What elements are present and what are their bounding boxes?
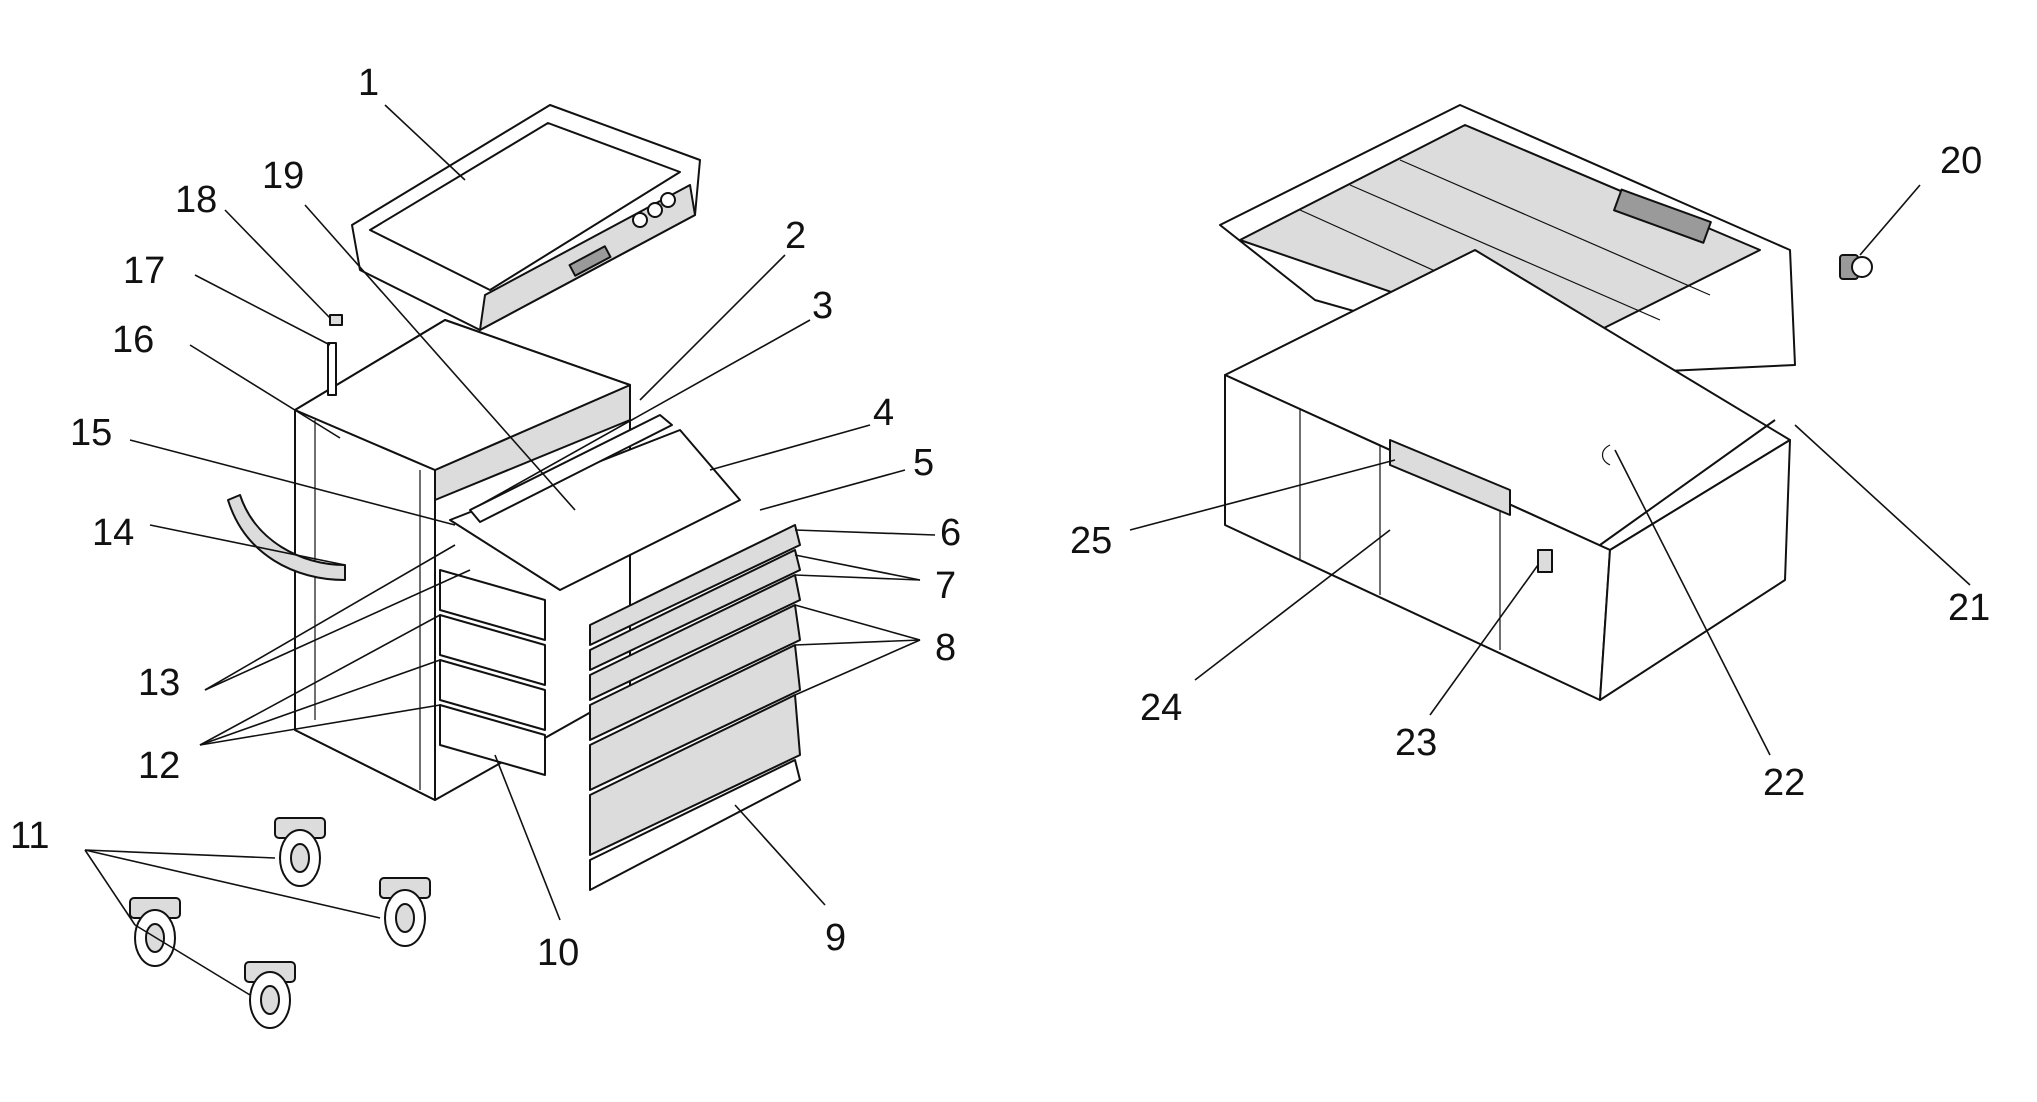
callout-11: 11	[10, 815, 49, 857]
callout-25: 25	[1070, 520, 1112, 562]
side-handle	[227, 494, 346, 581]
leader-lines	[84, 104, 1971, 996]
knob	[1839, 254, 1873, 280]
top-chest-assembly	[1219, 104, 1873, 701]
caster-3	[129, 897, 181, 967]
callout-3: 3	[812, 285, 833, 327]
callout-7: 7	[935, 565, 956, 607]
callout-1: 1	[358, 62, 379, 104]
tool-cabinet-assembly	[129, 104, 801, 1029]
callout-5: 5	[913, 442, 934, 484]
callout-19: 19	[262, 155, 304, 197]
callout-numbers: 1 2 3 4 5 6 7 8 9 10 11 12 13 14 15 16 1…	[10, 62, 1990, 974]
callout-23: 23	[1395, 722, 1437, 764]
callout-21: 21	[1948, 587, 1990, 629]
callout-8: 8	[935, 627, 956, 669]
callout-14: 14	[92, 512, 134, 554]
hook	[1601, 444, 1611, 466]
callout-22: 22	[1763, 762, 1805, 804]
gas-spring	[1599, 419, 1776, 546]
callout-13: 13	[138, 662, 180, 704]
callout-15: 15	[70, 412, 112, 454]
callout-16: 16	[112, 319, 154, 361]
callout-4: 4	[873, 392, 894, 434]
callout-10: 10	[537, 932, 579, 974]
callout-6: 6	[940, 512, 961, 554]
caster-4	[244, 961, 296, 1029]
chest-body	[1224, 249, 1791, 701]
caster-1	[274, 817, 326, 887]
lock-rod	[327, 342, 337, 396]
casters	[129, 817, 431, 1029]
cabinet-top-lid	[351, 104, 701, 331]
front-handle	[469, 414, 673, 523]
callout-2: 2	[785, 215, 806, 257]
drawer-fronts	[589, 524, 801, 891]
cabinet-body	[294, 319, 741, 801]
callout-17: 17	[123, 250, 165, 292]
callout-18: 18	[175, 179, 217, 221]
callout-12: 12	[138, 745, 180, 787]
caster-2	[379, 877, 431, 947]
callout-24: 24	[1140, 687, 1182, 729]
callout-20: 20	[1940, 140, 1982, 182]
callout-9: 9	[825, 917, 846, 959]
latch	[329, 314, 343, 326]
